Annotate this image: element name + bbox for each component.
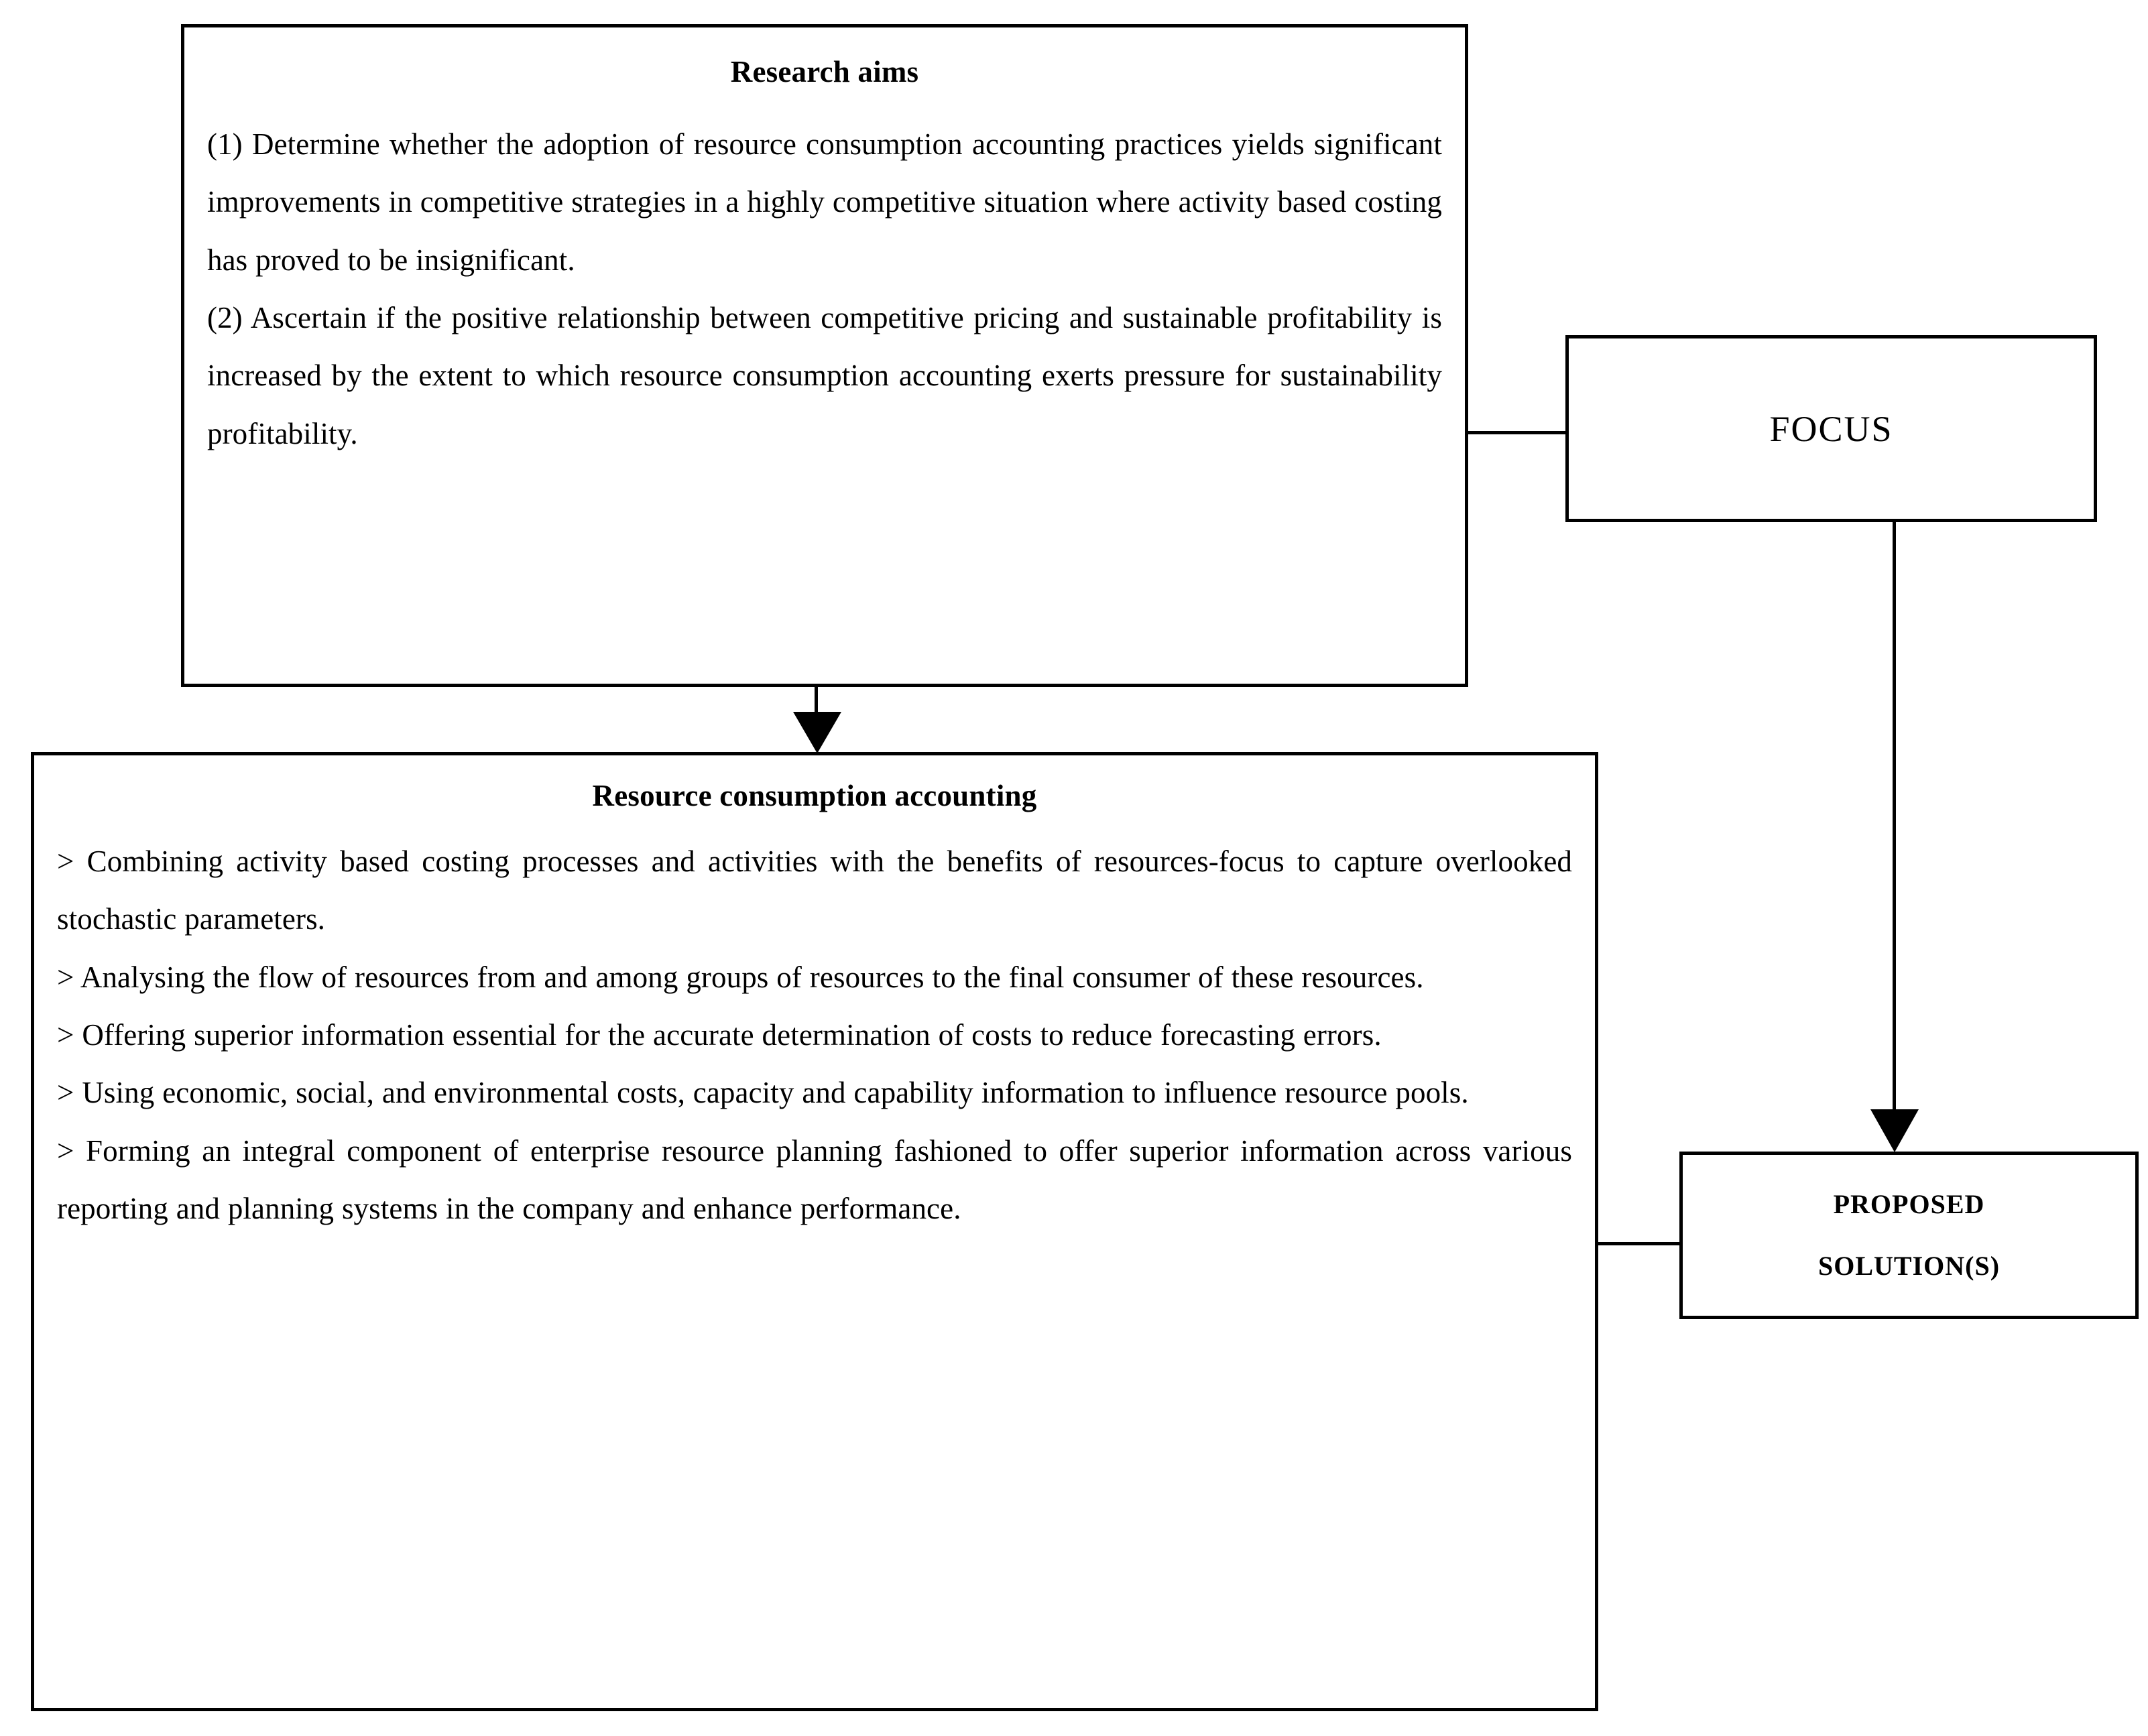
proposed-solution-line-2: SOLUTION(S) — [1817, 1251, 2001, 1281]
rca-bullet-3: > Offering superior information essentia… — [57, 1017, 1382, 1052]
rca-bullet-1: > Combining activity based costing proce… — [57, 844, 1572, 936]
rca-bullet-2: > Analysing the flow of resources from a… — [57, 960, 1424, 994]
connector-research-aims-to-focus — [1466, 431, 1567, 434]
connector-resource-consumption-accounting-to-proposed-solution — [1596, 1242, 1681, 1245]
focus-label: FOCUS — [1769, 408, 1893, 449]
connector-research-aims-to-resource-consumption-accounting — [815, 685, 818, 728]
focus-box: FOCUS — [1565, 335, 2097, 522]
resource-consumption-accounting-title: Resource consumption accounting — [592, 779, 1037, 812]
research-aims-box: Research aims (1) Determine whether the … — [181, 24, 1468, 687]
research-aim-2: (2) Ascertain if the positive relationsh… — [207, 300, 1442, 450]
arrowhead-focus-to-proposed-solution — [1870, 1109, 1919, 1152]
connector-focus-to-proposed-solution — [1893, 521, 1896, 1116]
arrowhead-research-aims-to-resource-consumption-accounting — [793, 712, 841, 753]
proposed-solution-line-1: PROPOSED — [1833, 1189, 1985, 1219]
proposed-solution-box: PROPOSED SOLUTION(S) — [1679, 1152, 2139, 1319]
rca-bullet-5: > Forming an integral component of enter… — [57, 1133, 1572, 1226]
research-aim-1: (1) Determine whether the adoption of re… — [207, 127, 1442, 277]
resource-consumption-accounting-box: Resource consumption accounting > Combin… — [31, 752, 1598, 1711]
research-aims-title: Research aims — [730, 55, 919, 88]
rca-bullet-4: > Using economic, social, and environmen… — [57, 1076, 1469, 1110]
